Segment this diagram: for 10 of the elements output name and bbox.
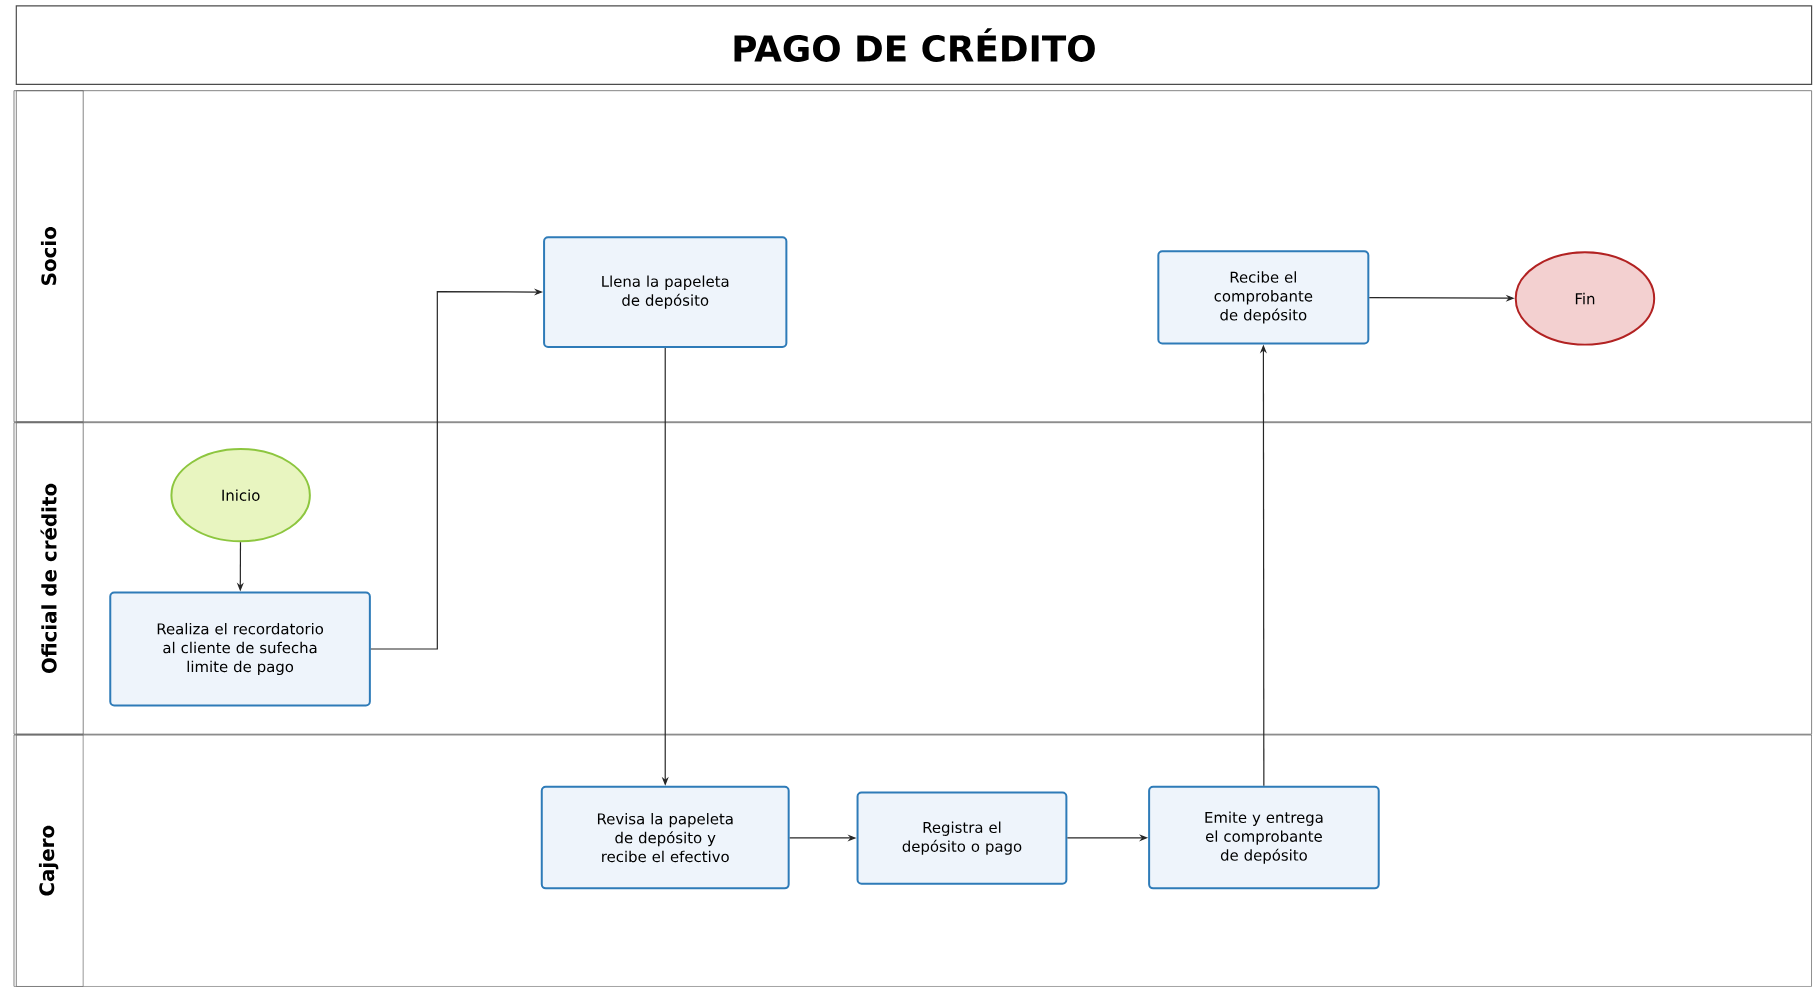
lane-header: Oficial de crédito [13,422,84,735]
task-box: Revisa la papeleta de depósito y recibe el efectivo [540,785,790,890]
lane-header: Socio [13,90,84,423]
title-band: PAGO DE CRÉDITO [15,5,1813,86]
lane-header: Cajero [13,734,84,987]
task-box: Recibe el comprobante de depósito [1157,250,1370,345]
task-box: Realiza el recordatorio al cliente de sufecha limite de pago [109,591,371,707]
task-box: Llena la papeleta de depósito [543,236,788,348]
task-box: Registra el depósito o pago [856,791,1068,885]
task-box: Emite y entrega el comprobante de depósito [1148,785,1380,890]
